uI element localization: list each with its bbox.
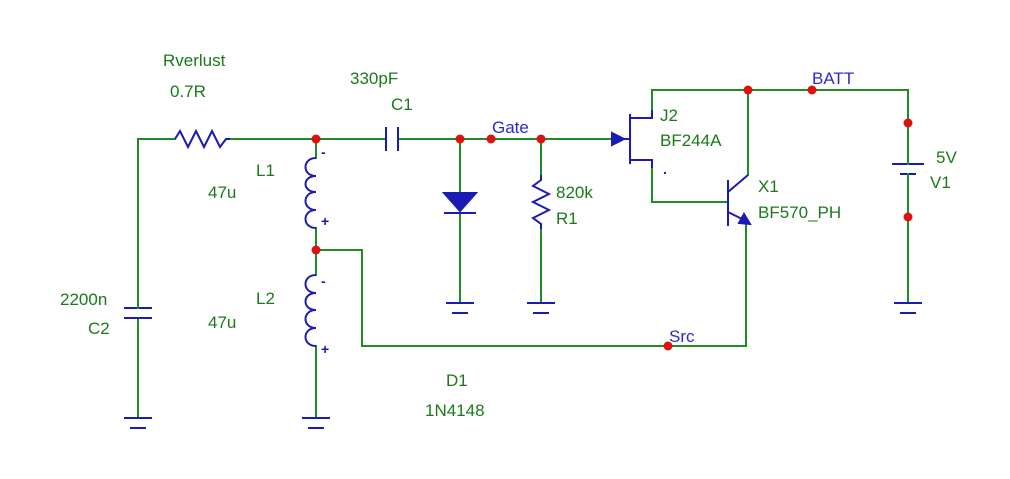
c2-value: 2200n [60, 290, 107, 309]
resistor-r1[interactable] [530, 175, 552, 229]
inductor-l1[interactable] [304, 157, 317, 229]
ground-icon [894, 302, 922, 314]
node[interactable] [311, 245, 321, 255]
c1-name: C1 [391, 95, 413, 114]
ground-icon [124, 417, 152, 429]
r1-value: 820k [556, 183, 593, 202]
rverlust-name: Rverlust [163, 51, 226, 70]
x1-name: X1 [758, 177, 779, 196]
v1-value: 5V [936, 148, 957, 167]
jfet-j2[interactable] [611, 110, 653, 168]
x1-value: BF570_PH [758, 203, 841, 222]
ground-symbols [124, 302, 922, 429]
wires [137, 89, 909, 419]
l2-value: 47u [208, 313, 236, 332]
node[interactable] [311, 134, 321, 144]
battery-v1[interactable] [892, 159, 924, 179]
l2-minus-mark: - [321, 273, 326, 289]
node[interactable] [455, 134, 465, 144]
wire-j2-source-to-base [651, 167, 729, 203]
net-label-gate: Gate [492, 118, 529, 137]
inductor-l2[interactable] [304, 274, 317, 347]
junction-nodes [311, 85, 913, 351]
l1-plus-mark: + [321, 213, 329, 229]
l1-name: L1 [256, 161, 275, 180]
r1-name: R1 [556, 209, 578, 228]
rverlust-value: 0.7R [170, 82, 206, 101]
node[interactable] [903, 212, 913, 222]
ground-icon [527, 302, 555, 314]
pin-marks: - + - + . [321, 144, 667, 357]
node[interactable] [743, 85, 753, 95]
diode-d1[interactable] [441, 192, 479, 214]
c1-value: 330pF [350, 69, 398, 88]
node[interactable] [807, 85, 817, 95]
l2-plus-mark: + [321, 341, 329, 357]
capacitor-c2[interactable] [124, 267, 152, 319]
node[interactable] [663, 341, 673, 351]
c2-name: C2 [88, 319, 110, 338]
ground-icon [302, 417, 330, 429]
component-labels: Rverlust 0.7R 330pF C1 L1 47u L2 47u 220… [60, 51, 957, 420]
net-label-src: Src [669, 327, 695, 346]
j2-name: J2 [660, 106, 678, 125]
net-label-batt: BATT [812, 69, 854, 88]
d1-name: D1 [446, 371, 468, 390]
capacitor-c1[interactable] [385, 127, 399, 151]
net-labels: Gate Src BATT [492, 69, 854, 346]
node[interactable] [536, 134, 546, 144]
wire-left-vertical [137, 138, 176, 269]
transistor-x1[interactable] [727, 174, 752, 226]
v1-name: V1 [930, 173, 951, 192]
d1-value: 1N4148 [425, 401, 485, 420]
wire-tap-to-src [315, 221, 747, 347]
l2-name: L2 [256, 289, 275, 308]
l1-minus-mark: - [321, 144, 326, 160]
j2-dot-mark: . [663, 161, 667, 177]
l1-value: 47u [208, 183, 236, 202]
ground-icon [446, 302, 474, 314]
node[interactable] [903, 118, 913, 128]
node[interactable] [486, 134, 496, 144]
resistor-rverlust[interactable] [174, 128, 230, 150]
j2-value: BF244A [660, 131, 722, 150]
